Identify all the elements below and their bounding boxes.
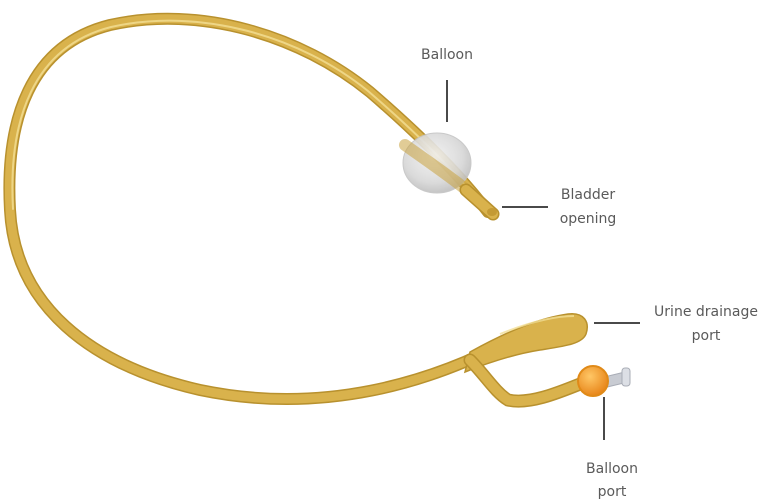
bladder-opening-tip (466, 190, 497, 216)
label-balloon-port-line1: Balloon (586, 461, 638, 477)
catheter-tube (9, 19, 520, 399)
label-balloon: Balloon (421, 47, 473, 63)
urine-drainage-funnel (465, 314, 587, 372)
balloon-port-valve (578, 366, 630, 396)
label-bladder-opening-line1: Bladder (561, 187, 615, 203)
label-balloon-port-line2: port (598, 484, 627, 500)
label-urine-drainage-line1: Urine drainage (654, 304, 758, 320)
label-urine-drainage-line2: port (692, 328, 721, 344)
label-bladder-opening-line2: opening (560, 211, 617, 227)
balloon-inflation-arm (470, 360, 585, 401)
